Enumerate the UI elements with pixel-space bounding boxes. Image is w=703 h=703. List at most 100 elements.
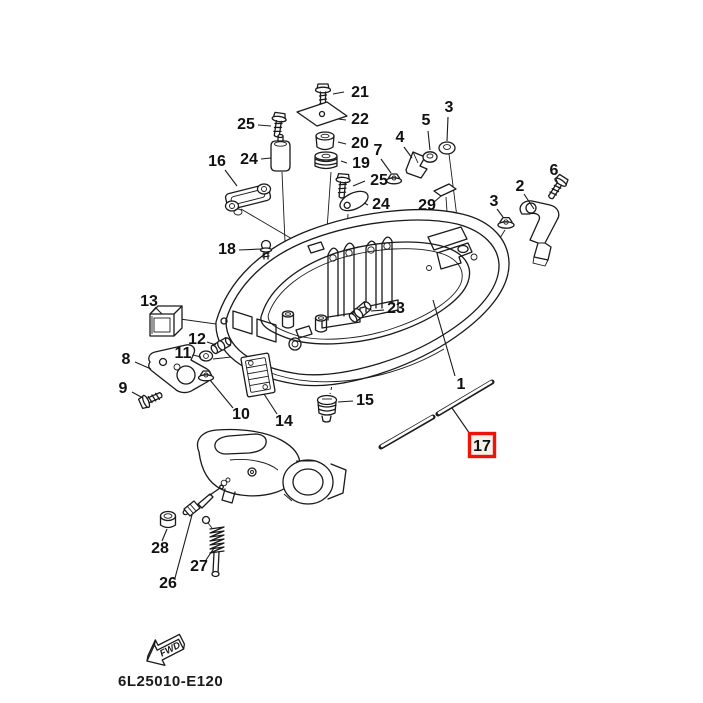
callout-leader-13: [155, 307, 163, 315]
callout-leader-3b: [496, 208, 504, 218]
callout-label-5[interactable]: 5: [422, 112, 431, 129]
part-25-bolt-mid: [335, 172, 351, 199]
part-27-spring: [201, 515, 225, 578]
callout-label-19[interactable]: 19: [352, 155, 370, 172]
part-2-bracket: [519, 200, 560, 267]
callout-leader-10: [209, 379, 234, 409]
callout-leader-25a: [257, 124, 272, 127]
cowling-bosses: [281, 310, 328, 333]
diagram-code: 6L25010-E120: [118, 673, 223, 690]
part-24-plate-mid: [339, 190, 369, 212]
callout-leader-19: [340, 160, 348, 164]
part-17-rod: [378, 379, 495, 450]
callout-leader-14: [263, 393, 278, 415]
callout-label-6[interactable]: 6: [550, 162, 559, 179]
callout-label-24b[interactable]: 24: [372, 196, 390, 213]
callout-label-25a[interactable]: 25: [237, 116, 255, 133]
callout-label-23[interactable]: 23: [387, 300, 405, 317]
part-5-washer: [422, 151, 438, 163]
part-1-bottom-cowling: [215, 208, 510, 387]
callout-label-15[interactable]: 15: [356, 392, 374, 409]
part-16-bracket: [224, 183, 272, 216]
part-14-louvered-plate: [240, 352, 276, 398]
callout-leader-23: [370, 309, 385, 312]
part-26-pin-assembly: [182, 477, 231, 517]
callout-label-28[interactable]: 28: [151, 540, 169, 557]
part-15-plug: [316, 394, 338, 423]
callout-leader-3a: [446, 116, 449, 142]
part-13-rubber-block: [149, 305, 183, 337]
callout-leader-24b: [363, 202, 369, 206]
callout-leader-29: [432, 195, 442, 204]
callout-label-29[interactable]: 29: [418, 197, 436, 214]
callout-label-16[interactable]: 16: [208, 153, 226, 170]
part-3-flange-nut-right: [497, 216, 515, 229]
callout-leader-24a: [260, 157, 272, 160]
fwd-direction-arrow: FWD: [146, 633, 186, 666]
part-24-damper: [270, 133, 291, 172]
callout-label-3a[interactable]: 3: [445, 99, 454, 116]
part-9-bolt: [137, 391, 163, 410]
callout-leader-28: [161, 528, 168, 542]
callout-leader-4: [403, 146, 413, 159]
part-7-flange-nut: [385, 173, 403, 185]
callout-leader-22: [337, 118, 347, 121]
callout-leader-8: [134, 361, 152, 370]
part-4-bracket-clip: [405, 151, 428, 179]
part-10-flange-nut: [197, 370, 215, 382]
callout-label-27[interactable]: 27: [190, 558, 208, 575]
callout-leader-11: [192, 354, 202, 358]
callout-leader-2: [523, 193, 535, 210]
callout-label-21[interactable]: 21: [351, 84, 369, 101]
callout-label-20[interactable]: 20: [351, 135, 369, 152]
highlight-box-17: [467, 431, 497, 459]
callout-label-1[interactable]: 1: [457, 376, 466, 393]
callout-label-13[interactable]: 13: [140, 293, 158, 310]
callout-label-4[interactable]: 4: [396, 129, 405, 146]
part-29-plate: [433, 183, 457, 197]
part-11-grommet: [198, 350, 214, 362]
callout-label-14[interactable]: 14: [275, 413, 293, 430]
callout-label-7[interactable]: 7: [374, 142, 383, 159]
callout-label-17[interactable]: 17: [473, 438, 491, 455]
part-12-fitting: [210, 336, 232, 355]
callout-label-12[interactable]: 12: [188, 331, 206, 348]
callout-label-2[interactable]: 2: [516, 178, 525, 195]
callout-label-3b[interactable]: 3: [490, 193, 499, 210]
callout-leader-26: [174, 514, 193, 579]
part-23-fitting: [348, 301, 372, 323]
callout-label-9[interactable]: 9: [119, 380, 128, 397]
callout-leader-17: [451, 407, 471, 435]
callout-leader-1: [432, 299, 456, 377]
part-3-washer: [438, 141, 456, 155]
steering-arm-assembly: [196, 428, 347, 505]
part-19-grommet: [314, 151, 338, 170]
callout-leader-7: [380, 158, 392, 174]
callout-label-26[interactable]: 26: [159, 575, 177, 592]
part-22-plate: [296, 101, 348, 127]
part-25-bolt-left: [271, 111, 287, 138]
callout-leader-25b: [352, 180, 366, 187]
part-18-screw: [259, 239, 273, 260]
callout-leader-16: [224, 169, 238, 187]
cowling-mount-towers: [321, 236, 399, 329]
callout-leader-6: [555, 178, 559, 185]
callout-leader-18: [238, 248, 262, 251]
callout-leader-15: [337, 400, 354, 403]
part-20-bushing: [315, 131, 335, 151]
callout-leader-21: [332, 91, 345, 95]
callout-label-25b[interactable]: 25: [370, 172, 388, 189]
callout-label-24a[interactable]: 24: [240, 151, 258, 168]
callout-label-22[interactable]: 22: [351, 111, 369, 128]
part-28-cap: [159, 510, 177, 529]
part-6-bolt: [547, 173, 569, 200]
callout-label-18[interactable]: 18: [218, 241, 236, 258]
callout-leader-5: [427, 130, 431, 151]
callout-label-8[interactable]: 8: [122, 351, 131, 368]
callout-leader-12: [206, 341, 217, 346]
callout-label-11[interactable]: 11: [175, 345, 192, 362]
callout-label-10[interactable]: 10: [232, 406, 250, 423]
